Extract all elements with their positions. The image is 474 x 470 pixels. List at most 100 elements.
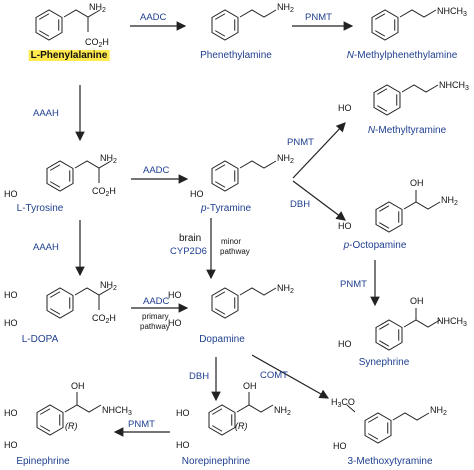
ldopa-ho-top: HO — [4, 290, 18, 300]
methoxytyramine-ring-double-bond — [368, 416, 379, 423]
enzyme-dbh-1: DBH — [290, 199, 311, 210]
ldopa-label: L-DOPA — [21, 334, 59, 345]
epinephrine-ring — [36, 404, 64, 436]
ldopa-ho-bottom: HO — [4, 318, 18, 328]
octopamine-oh: OH — [410, 178, 424, 188]
methoxytyramine-label: 3-Methoxytyramine — [347, 456, 433, 467]
octopamine-ho: HO — [338, 221, 352, 231]
epinephrine-ring-double-bond — [40, 408, 51, 415]
methoxytyramine-ring-double-bond — [368, 433, 379, 440]
ldopa-nh2: NH2 — [100, 280, 117, 292]
epinephrine-ring-double-bond — [40, 425, 51, 432]
dopamine-ho-bottom: HO — [168, 318, 182, 328]
dopamine-label: Dopamine — [199, 334, 245, 345]
phenylalanine-ring-double-bond — [39, 30, 50, 37]
n-methyltyramine-ring-double-bond — [377, 105, 388, 112]
norepinephrine-nh2: NH2 — [274, 405, 291, 417]
tyramine-ring-double-bond — [215, 181, 226, 188]
tyrosine-ho: HO — [4, 189, 18, 199]
ldopa-ring-double-bond — [50, 291, 61, 298]
ldopa-co2h: CO2H — [92, 313, 116, 325]
enzyme-aadc-3: AADC — [143, 296, 170, 307]
epinephrine-ho-bottom: HO — [4, 440, 18, 450]
norepinephrine-ho-bottom: HO — [176, 440, 190, 450]
n-methylphenethylamine-ring — [371, 9, 399, 41]
norepinephrine-label: Norepinephrine — [181, 456, 251, 467]
synephrine-label: Synephrine — [358, 357, 410, 368]
dopamine-ring-double-bond — [215, 291, 226, 298]
epinephrine-stereo: (R) — [65, 421, 78, 431]
primary-pathway-annotation: pathway — [140, 322, 170, 331]
n-methylphenethylamine-label: N-Methylphenethylamine — [346, 50, 458, 61]
n-methylphenethylamine-ring-double-bond — [375, 30, 386, 37]
enzyme-aaah-2: AAAH — [33, 242, 59, 253]
brain-annotation: brain — [179, 233, 202, 244]
phenylalanine-ring-double-bond — [39, 13, 50, 20]
octopamine-ring-double-bond — [379, 205, 390, 212]
tyrosine-label: L-Tyrosine — [16, 203, 64, 214]
n-methyltyramine-ring — [373, 84, 401, 116]
primary-annotation: primary — [142, 312, 169, 321]
norepinephrine-ring-double-bond — [212, 408, 223, 415]
synephrine-nhch3: NHCH3 — [437, 316, 467, 328]
minor-pathway-annotation: pathway — [220, 247, 250, 256]
enzyme-pnmt-2: PNMT — [287, 137, 314, 148]
enzyme-comt: COMT — [260, 370, 288, 381]
synephrine-ring-double-bond — [379, 323, 390, 330]
methoxytyramine-h3co: H3CO — [331, 397, 355, 409]
tyrosine-ring-double-bond — [50, 164, 61, 171]
phenylalanine-label: L-Phenylalanine — [28, 50, 110, 61]
phenethylamine-ring-double-bond — [215, 30, 226, 37]
ldopa-ring — [46, 287, 74, 319]
dopamine-ho-top: HO — [168, 290, 182, 300]
norepinephrine-stereo: (R) — [235, 421, 248, 431]
norepinephrine-ring-double-bond — [212, 425, 223, 432]
epinephrine-label: Epinephrine — [16, 456, 70, 467]
enzyme-aadc-1: AADC — [140, 12, 167, 23]
tyramine-ho: HO — [190, 189, 204, 199]
enzyme-pnmt-1: PNMT — [305, 12, 332, 23]
phenethylamine-ring-double-bond — [215, 13, 226, 20]
methoxytyramine-nh2: NH2 — [430, 405, 447, 417]
tyrosine-ring-double-bond — [50, 181, 61, 188]
synephrine-ring-double-bond — [379, 340, 390, 347]
enzyme-pnmt-3: PNMT — [340, 279, 367, 290]
norepinephrine-oh: OH — [243, 381, 257, 391]
synephrine-ring — [375, 319, 403, 351]
epinephrine-oh: OH — [71, 381, 85, 391]
enzyme-aadc-2: AADC — [143, 165, 170, 176]
methoxytyramine-ho: HO — [333, 441, 347, 451]
ldopa-ring-double-bond — [50, 308, 61, 315]
octopamine-nh2: NH2 — [441, 195, 458, 207]
norepinephrine-ring — [208, 404, 236, 436]
dopamine-nh2: NH2 — [277, 283, 294, 295]
octopamine-ring — [375, 201, 403, 233]
enzyme-pnmt-4: PNMT — [128, 419, 155, 430]
enzyme-aaah-1: AAAH — [33, 108, 59, 119]
tyramine-nh2: NH2 — [277, 153, 294, 165]
epinephrine-nhch3: NHCH3 — [102, 405, 132, 417]
n-methyltyramine-nhch3: NHCH3 — [439, 80, 469, 92]
phenylalanine-nh2: NH2 — [89, 2, 106, 14]
n-methyltyramine-ho: HO — [338, 103, 352, 113]
synephrine-ho: HO — [338, 339, 352, 349]
octopamine-ring-double-bond — [379, 222, 390, 229]
minor-annotation: minor — [221, 237, 242, 246]
phenylalanine-co2h: CO2H — [85, 37, 109, 49]
tyramine-ring — [211, 160, 239, 192]
phenethylamine-nh2: NH2 — [277, 2, 294, 14]
tyramine-ring-double-bond — [215, 164, 226, 171]
synephrine-oh: OH — [410, 296, 424, 306]
n-methyltyramine-ring-double-bond — [377, 88, 388, 95]
phenylalanine-ring — [35, 9, 63, 41]
epinephrine-ho-top: HO — [4, 408, 18, 418]
n-methylphenethylamine-ring-double-bond — [375, 13, 386, 20]
tyrosine-co2h: CO2H — [92, 186, 116, 198]
tyrosine-nh2: NH2 — [100, 153, 117, 165]
tyramine-label: p-Tyramine — [200, 203, 252, 214]
enzyme-cyp2d6: CYP2D6 — [170, 246, 207, 257]
methoxytyramine-ring — [364, 412, 392, 444]
enzyme-dbh-2: DBH — [189, 371, 210, 382]
